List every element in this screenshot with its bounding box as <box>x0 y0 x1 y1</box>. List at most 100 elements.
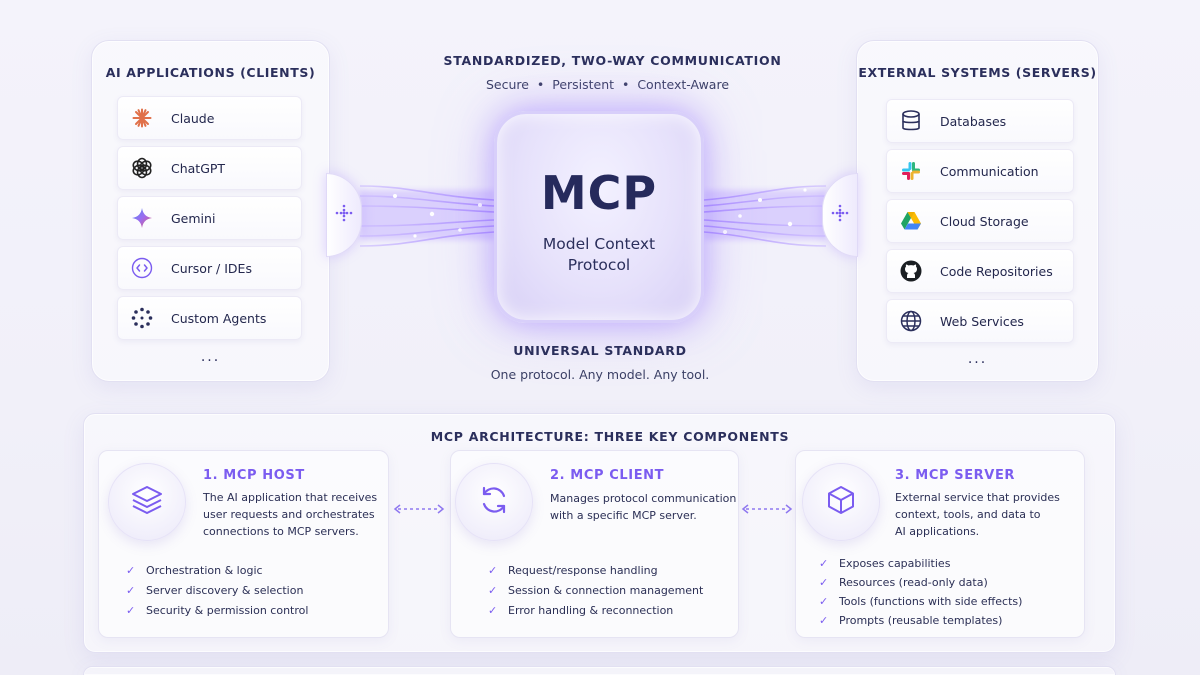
client-icon-circle <box>455 463 533 541</box>
code-icon <box>131 257 153 279</box>
desc-line: context, tools, and data to <box>895 508 1041 521</box>
server-card: 3. MCP SERVER External service that prov… <box>795 450 1085 638</box>
checklist-item: ✓ Exposes capabilities <box>819 554 1022 573</box>
checklist-item: ✓ Error handling & reconnection <box>488 601 703 621</box>
server-item-cloud-storage[interactable]: Cloud Storage <box>886 199 1074 243</box>
check-icon: ✓ <box>126 604 136 617</box>
servers-more: ... <box>967 351 988 367</box>
client-card-title: 2. MCP CLIENT <box>550 468 665 483</box>
client-item-cursor-ides[interactable]: Cursor / IDEs <box>117 246 302 290</box>
database-icon <box>900 110 922 132</box>
checklist-label: Session & connection management <box>508 584 704 597</box>
host-client-arrow <box>393 504 445 514</box>
client-item-label: Claude <box>171 110 215 126</box>
server-item-databases[interactable]: Databases <box>886 99 1074 143</box>
server-item-label: Code Repositories <box>940 263 1053 279</box>
mcp-name-line1: Model Context <box>542 235 656 253</box>
check-icon: ✓ <box>819 595 829 608</box>
desc-line: Manages protocol communication <box>550 492 737 505</box>
check-icon: ✓ <box>126 584 136 597</box>
checklist-label: Server discovery & selection <box>146 584 304 597</box>
mcp-core: MCP Model Context Protocol <box>494 111 704 323</box>
server-item-web-services[interactable]: Web Services <box>886 299 1074 343</box>
communication-subtitle: Secure • Persistent • Context-Aware <box>485 77 730 92</box>
client-item-gemini[interactable]: Gemini <box>117 196 302 240</box>
server-item-code-repositories[interactable]: Code Repositories <box>886 249 1074 293</box>
checklist-item: ✓ Server discovery & selection <box>126 581 308 601</box>
checklist-label: Resources (read-only data) <box>839 576 988 589</box>
host-icon-circle <box>108 463 186 541</box>
layers-icon <box>130 483 164 521</box>
client-item-custom-agents[interactable]: Custom Agents <box>117 296 302 340</box>
checklist-label: Prompts (reusable templates) <box>839 614 1003 627</box>
server-card-desc: External service that provides context, … <box>895 489 1060 540</box>
chatgpt-icon <box>131 157 153 179</box>
checklist-item: ✓ Prompts (reusable templates) <box>819 611 1022 630</box>
left-flow-glow <box>360 190 495 240</box>
host-card: 1. MCP HOST The AI application that rece… <box>98 450 389 638</box>
check-icon: ✓ <box>488 604 498 617</box>
connector-port-icon <box>334 203 354 227</box>
right-flow-glow <box>704 190 826 240</box>
host-card-title: 1. MCP HOST <box>203 468 305 483</box>
checklist-item: ✓ Security & permission control <box>126 601 308 621</box>
mcp-acronym: MCP <box>540 166 658 220</box>
server-item-communication[interactable]: Communication <box>886 149 1074 193</box>
client-item-claude[interactable]: Claude <box>117 96 302 140</box>
left-flow-lines <box>359 185 495 247</box>
desc-line: user requests and orchestrates <box>203 508 375 521</box>
checklist-item: ✓ Tools (functions with side effects) <box>819 592 1022 611</box>
check-icon: ✓ <box>819 557 829 570</box>
checklist-item: ✓ Orchestration & logic <box>126 561 308 581</box>
client-card-desc: Manages protocol communication with a sp… <box>550 490 736 524</box>
client-checklist: ✓Request/response handling ✓ Session & co… <box>488 561 703 621</box>
clients-more: ... <box>200 349 221 365</box>
gemini-icon <box>131 207 153 229</box>
client-item-label: ChatGPT <box>171 160 226 176</box>
checklist-item: ✓ Resources (read-only data) <box>819 573 1022 592</box>
globe-icon <box>900 310 922 332</box>
standard-subtitle: One protocol. Any model. Any tool. <box>490 367 710 382</box>
check-icon: ✓ <box>488 564 498 577</box>
client-item-label: Cursor / IDEs <box>171 260 252 276</box>
google-drive-icon <box>900 210 922 232</box>
desc-line: AI applications. <box>895 525 980 538</box>
client-item-chatgpt[interactable]: ChatGPT <box>117 146 302 190</box>
cube-icon <box>824 483 858 521</box>
check-icon: ✓ <box>488 584 498 597</box>
server-item-label: Web Services <box>940 313 1024 329</box>
servers-panel-title: EXTERNAL SYSTEMS (SERVERS) <box>858 65 1097 80</box>
standard-title: UNIVERSAL STANDARD <box>513 343 687 358</box>
client-card: 2. MCP CLIENT Manages protocol communica… <box>450 450 739 638</box>
right-flow-lines <box>703 185 827 247</box>
checklist-label: Exposes capabilities <box>839 557 951 570</box>
check-icon: ✓ <box>819 576 829 589</box>
clients-panel-title: AI APPLICATIONS (CLIENTS) <box>105 65 316 80</box>
server-item-label: Databases <box>940 113 1007 129</box>
clients-panel: AI APPLICATIONS (CLIENTS) Claude ChatGPT <box>91 40 330 382</box>
client-server-arrow <box>741 504 793 514</box>
bottom-panel <box>83 666 1116 675</box>
checklist-item: ✓Request/response handling <box>488 561 703 581</box>
checklist-label: Tools (functions with side effects) <box>839 595 1023 608</box>
server-item-label: Cloud Storage <box>940 213 1029 229</box>
architecture-title: MCP ARCHITECTURE: THREE KEY COMPONENTS <box>430 429 790 444</box>
server-checklist: ✓ Exposes capabilities ✓ Resources (read-o… <box>819 554 1022 630</box>
slack-icon <box>900 160 922 182</box>
check-icon: ✓ <box>819 614 829 627</box>
server-icon-circle <box>802 463 880 541</box>
mcp-name-line2: Protocol <box>567 256 631 274</box>
right-connector <box>822 173 858 257</box>
client-item-label: Gemini <box>171 210 216 226</box>
check-icon: ✓ <box>126 564 136 577</box>
claude-icon <box>131 107 153 129</box>
github-icon <box>900 260 922 282</box>
checklist-label: Orchestration & logic <box>146 564 263 577</box>
checklist-label: Security & permission control <box>146 604 309 617</box>
server-item-label: Communication <box>940 163 1039 179</box>
connector-port-icon <box>830 203 850 227</box>
host-card-desc: The AI application that receives user re… <box>203 489 377 540</box>
sync-icon <box>477 483 511 521</box>
communication-title: STANDARDIZED, TWO-WAY COMMUNICATION <box>443 53 782 68</box>
checklist-label: Error handling & reconnection <box>508 604 674 617</box>
